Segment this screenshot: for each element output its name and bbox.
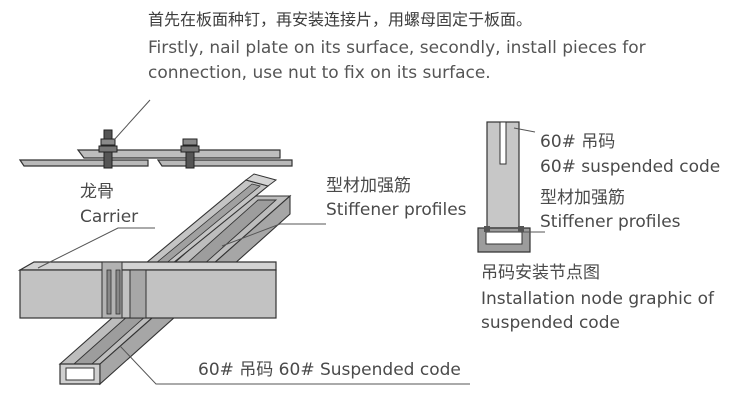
- right-code-label-cn: 60# 吊码: [540, 132, 616, 152]
- nail-bolt-right: [180, 138, 200, 169]
- carrier-label-cn: 龙骨: [80, 182, 114, 202]
- node-graphic-title-en-line2: suspended code: [481, 313, 620, 333]
- caption-chinese: 首先在板面种钉，再安装连接片，用螺母固定于板面。: [148, 10, 533, 29]
- carrier-beam: [17, 261, 277, 319]
- caption-english-line1: Firstly, nail plate on its surface, seco…: [148, 38, 646, 58]
- right-stiffener-label-cn: 型材加强筋: [540, 188, 625, 208]
- carrier-label-en: Carrier: [80, 207, 139, 227]
- right-stiffener-label-en: Stiffener profiles: [540, 212, 681, 232]
- stiffener-label-en: Stiffener profiles: [326, 200, 467, 220]
- nail-bolt-left: [98, 129, 118, 169]
- stiffener-label-cn: 型材加强筋: [326, 176, 411, 196]
- node-detail-hanger: [477, 121, 531, 253]
- right-code-label-en: 60# suspended code: [540, 157, 721, 177]
- caption-leader-line: [113, 99, 151, 141]
- top-plate: [18, 149, 293, 167]
- leader-lines: [37, 127, 545, 385]
- node-graphic-title-en-line1: Installation node graphic of: [481, 289, 715, 309]
- stiffener-profile: [138, 173, 278, 273]
- suspended-code-label: 60# 吊码 60# Suspended code: [198, 360, 461, 380]
- caption-english-line2: connection, use nut to fix on its surfac…: [148, 63, 491, 83]
- node-graphic-title-cn: 吊码安装节点图: [481, 263, 600, 283]
